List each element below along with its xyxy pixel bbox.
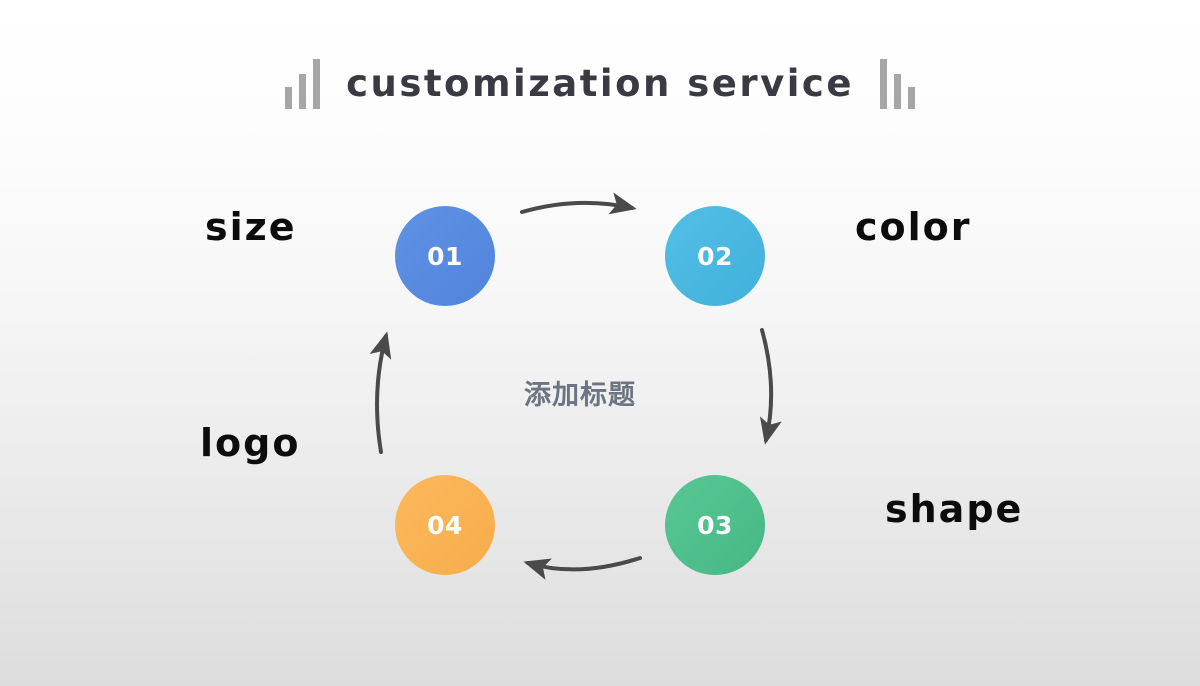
- cycle-node-02[interactable]: 02: [665, 206, 765, 306]
- bar-chart-descending-icon: [879, 57, 915, 109]
- page-title: customization service: [346, 61, 854, 105]
- cycle-node-number: 02: [697, 241, 733, 271]
- arrow-04-to-01: [369, 331, 392, 454]
- cycle-node-04[interactable]: 04: [395, 475, 495, 575]
- arrow-03-to-04: [523, 556, 642, 580]
- deco-bar: [313, 59, 321, 109]
- bar-chart-ascending-icon: [285, 57, 321, 109]
- deco-bar: [879, 59, 887, 109]
- deco-bar: [893, 74, 901, 109]
- cycle-label-shape: shape: [885, 487, 1024, 531]
- deco-bar: [285, 87, 293, 109]
- cycle-label-color: color: [855, 205, 972, 249]
- cycle-node-03[interactable]: 03: [665, 475, 765, 575]
- center-title: 添加标题: [524, 380, 636, 411]
- cycle-node-number: 04: [427, 510, 463, 540]
- cycle-label-size: size: [205, 205, 297, 249]
- arrow-01-to-02: [520, 192, 637, 215]
- deco-bar: [299, 74, 307, 109]
- cycle-node-number: 03: [697, 510, 733, 540]
- deco-bar: [907, 87, 915, 109]
- cycle-node-number: 01: [427, 241, 463, 271]
- arrow-02-to-03: [759, 328, 782, 445]
- cycle-label-logo: logo: [200, 421, 301, 465]
- title-block: customization service: [0, 48, 1200, 118]
- cycle-node-01[interactable]: 01: [395, 206, 495, 306]
